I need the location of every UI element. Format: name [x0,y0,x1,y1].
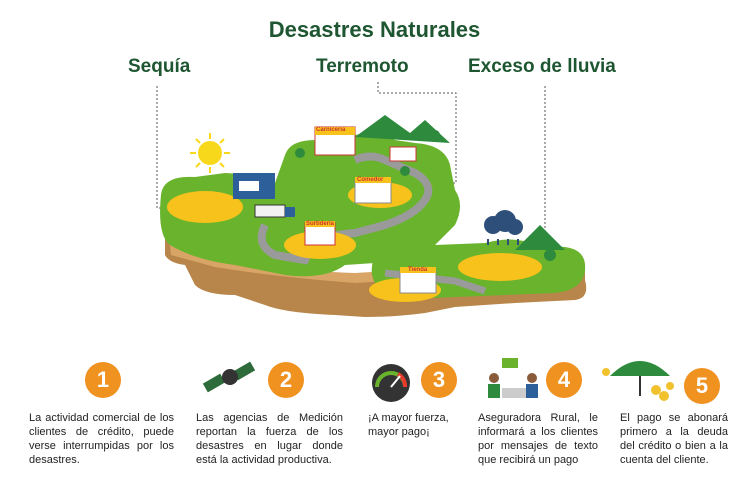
sign-tienda: Tienda [408,267,428,273]
meeting-icon [488,358,538,398]
sign-surtidero: Surtidería [306,221,335,227]
page-title: Desastres Naturales [268,17,481,42]
satellite-icon [202,361,256,393]
step-5-text: El pago se abonará primero a la deuda de… [620,412,728,466]
umbrella-coins-icon [602,361,674,401]
step-4-text: Aseguradora Rural, le informará a los cl… [478,412,598,466]
gauge-icon [372,364,410,402]
sign-carniceria: Carnicería [316,127,346,133]
disaster-label-earthquake: Terremoto [316,56,409,77]
step-2-number: 2 [268,362,304,398]
disaster-label-excess-rain: Exceso de lluvia [468,56,616,77]
step-2-text: Las agencias de Medición reportan la fue… [196,412,343,466]
sign-comedor: Comedor [357,177,384,183]
step-5-number: 5 [684,368,720,404]
step-1-number: 1 [85,362,121,398]
disaster-label-drought: Sequía [128,56,191,77]
landscape-illustration [160,115,587,317]
step-1-text: La actividad comercial de los clientes d… [29,412,174,466]
step-4-number: 4 [546,362,582,398]
step-3-number: 3 [421,362,457,398]
step-3-text: ¡A mayor fuerza, mayor pago¡ [368,412,449,438]
